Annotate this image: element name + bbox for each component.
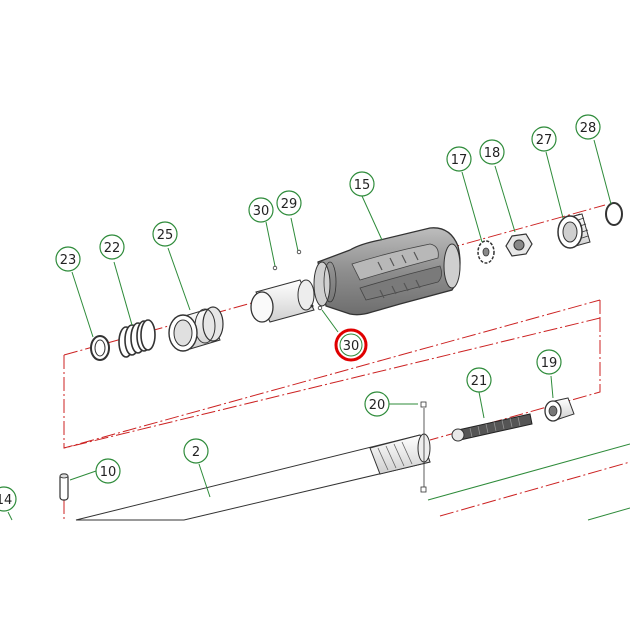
callout-30-highlighted[interactable]: 30: [334, 328, 368, 362]
callout-14-label: 14: [0, 493, 12, 508]
callout-bubbles: 23 22 25 30 29 15 17 18: [0, 114, 601, 512]
callout-30-upper-label: 30: [253, 204, 270, 219]
leader-2: [198, 463, 211, 498]
callout-10-label: 10: [100, 465, 117, 480]
leader-25: [167, 247, 191, 311]
callout-14[interactable]: 14: [0, 486, 17, 512]
leader-14: [7, 511, 13, 521]
part-2-shaft: [75, 401, 431, 521]
axis-return-left: [63, 299, 601, 449]
part-15-grip: [313, 227, 461, 316]
callout-23[interactable]: 23: [55, 246, 81, 272]
callout-27-label: 27: [536, 133, 553, 148]
callout-30-highlighted-label: 30: [343, 339, 360, 354]
axis-return-right: [63, 300, 601, 449]
leader-18: [494, 165, 516, 233]
part-27-cap: [557, 213, 591, 249]
callout-28-label: 28: [580, 121, 597, 136]
part-29-tube: [250, 279, 315, 323]
callout-29[interactable]: 29: [276, 190, 302, 216]
callout-23-label: 23: [60, 253, 77, 268]
callout-22-label: 22: [104, 241, 121, 256]
callout-20[interactable]: 20: [364, 391, 390, 417]
leader-15: [361, 195, 383, 241]
leader-30a: [265, 221, 276, 267]
leader-27: [545, 151, 564, 219]
part-23-oring: [90, 335, 110, 361]
callout-17[interactable]: 17: [446, 146, 472, 172]
callout-15[interactable]: 15: [349, 171, 375, 197]
callout-21[interactable]: 21: [466, 367, 492, 393]
leader-29: [290, 217, 299, 252]
leader-23: [71, 271, 94, 338]
part-21-threaded-rod: [451, 413, 533, 442]
part-19-bushing: [544, 397, 575, 422]
callout-21-label: 21: [471, 374, 488, 389]
guide-line-2: [587, 507, 630, 521]
callout-2-label: 2: [192, 445, 200, 460]
axis-lower-segment: [429, 318, 601, 441]
part-18-nut: [505, 233, 533, 257]
part-22-spring: [118, 319, 156, 358]
axis-lower-right: [439, 461, 630, 517]
callout-18-label: 18: [484, 146, 501, 161]
leader-22: [113, 261, 133, 326]
leader-lines: [7, 139, 612, 521]
part-25-sleeve: [168, 306, 224, 352]
green-guide-lines: [427, 443, 630, 521]
leader-17: [461, 171, 483, 243]
callout-19-label: 19: [541, 356, 558, 371]
leader-19: [550, 375, 554, 399]
leader-30b: [321, 309, 339, 333]
callout-10[interactable]: 10: [95, 458, 121, 484]
callout-25[interactable]: 25: [152, 221, 178, 247]
callout-27[interactable]: 27: [531, 126, 557, 152]
callout-28[interactable]: 28: [575, 114, 601, 140]
callout-29-label: 29: [281, 197, 298, 212]
leader-endpoints: [272, 249, 323, 311]
callout-30-upper[interactable]: 30: [248, 197, 274, 223]
leader-21: [478, 391, 485, 419]
callout-25-label: 25: [157, 228, 174, 243]
leader-28: [593, 139, 612, 205]
callout-18[interactable]: 18: [479, 139, 505, 165]
callout-17-label: 17: [451, 153, 468, 168]
leader-10: [69, 470, 97, 481]
callout-2[interactable]: 2: [183, 438, 209, 464]
part-10-pin: [59, 473, 69, 501]
guide-line-1: [427, 443, 630, 501]
callout-19[interactable]: 19: [536, 349, 562, 375]
callout-22[interactable]: 22: [99, 234, 125, 260]
callout-15-label: 15: [354, 178, 371, 193]
callout-20-label: 20: [369, 398, 386, 413]
part-17-washer: [477, 240, 495, 264]
part-28-ring: [605, 202, 623, 226]
